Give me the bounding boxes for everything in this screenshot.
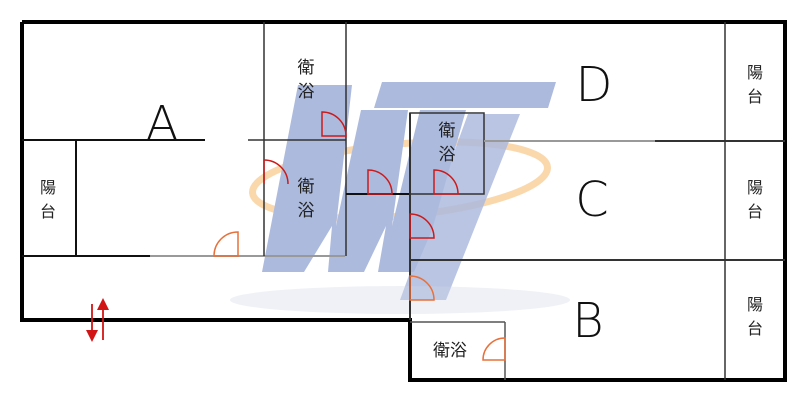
door-swing [367, 169, 393, 195]
bathroom-top-label: 浴 [298, 82, 315, 102]
room-d-label: D [576, 57, 613, 113]
room-a-label: A [146, 96, 179, 152]
wt-logo-icon [230, 82, 570, 314]
door-swing [213, 231, 239, 257]
doors [213, 111, 506, 361]
outer-wall [20, 20, 787, 382]
bathroom-mid-label: 浴 [298, 201, 315, 221]
bathroom-mid-label: 衛 [298, 177, 315, 197]
up-down-arrows-icon [86, 298, 109, 342]
bathroom-top-label: 衛 [298, 58, 315, 78]
bathroom-center-label: 衛 [439, 121, 456, 141]
balcony-left-label: 陽 [40, 178, 56, 197]
door-swing [321, 111, 347, 137]
door-swing [482, 337, 506, 361]
room-c-label: C [575, 172, 609, 228]
bathroom-bottom-label: 衛浴 [433, 341, 467, 361]
balcony-c-label: 陽 [747, 178, 763, 197]
balcony-b-label: 陽 [747, 295, 763, 314]
balcony-c-label: 台 [747, 202, 763, 221]
door-swing [409, 213, 435, 239]
door-swing [433, 169, 459, 195]
door-swing [263, 159, 289, 185]
balcony-d-label: 陽 [747, 63, 763, 82]
balcony-b-label: 台 [747, 319, 763, 338]
door-swing [409, 275, 435, 301]
bathroom-center-label: 浴 [439, 145, 456, 165]
balcony-left-label: 台 [40, 202, 56, 221]
room-b-label: B [572, 293, 603, 349]
balcony-d-label: 台 [747, 87, 763, 106]
